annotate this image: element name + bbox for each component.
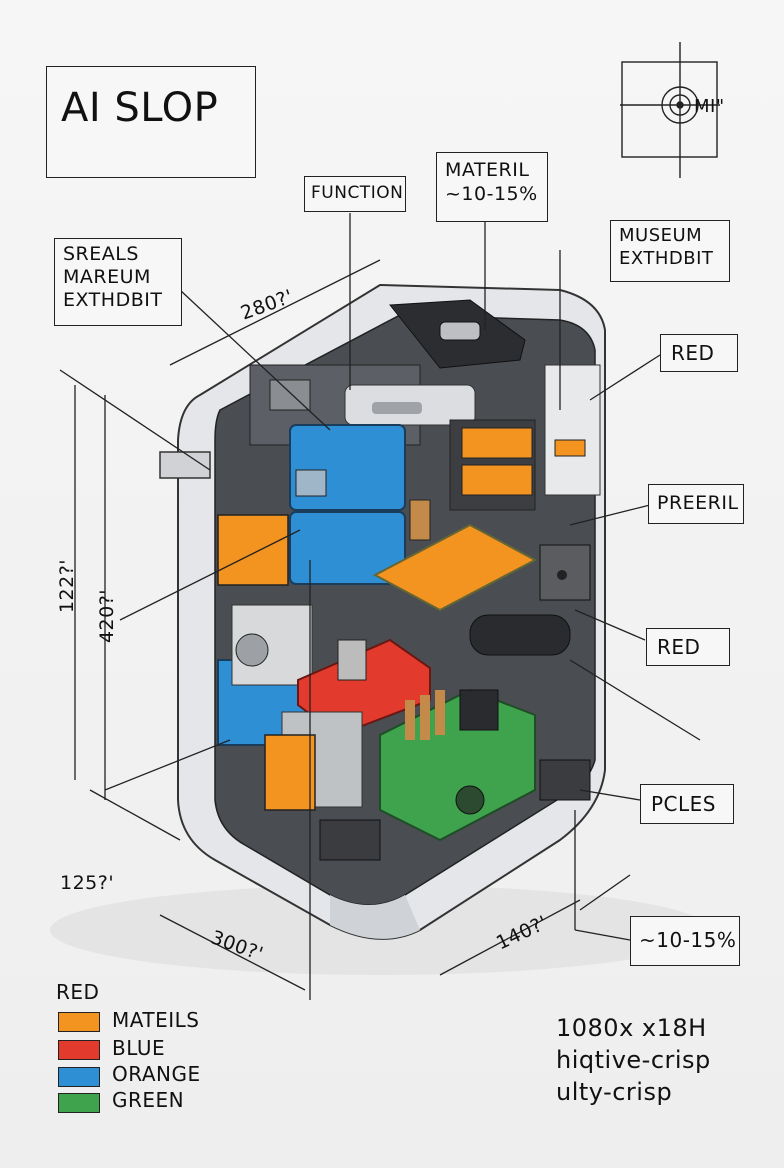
target-symbol-icon [620, 42, 720, 178]
legend-swatch-3 [58, 1067, 100, 1087]
title-box: AI SLOP [46, 66, 256, 178]
legend-swatch-2 [58, 1040, 100, 1060]
legend-swatch-4 [58, 1093, 100, 1113]
legend-label-3: ORANGE [112, 1062, 201, 1086]
spec-line-3: ulty-crisp [556, 1078, 673, 1106]
legend-label-1: MATEILS [112, 1008, 200, 1032]
callout-red-mid: RED [646, 628, 730, 666]
callout-sreals: SREALS MAREUM EXTHDBIT [54, 238, 182, 326]
spec-line-1: 1080x x18H [556, 1014, 707, 1042]
dimension-bottom-left: 125?' [60, 872, 115, 894]
target-label: MI" [694, 96, 725, 117]
page-title: AI SLOP [61, 85, 219, 131]
callout-red-top: RED [660, 334, 738, 372]
legend-label-4: GREEN [112, 1088, 185, 1112]
spec-line-2: hiqtive-crisp [556, 1046, 711, 1074]
callout-materil: MATERIL ~10-15% [436, 152, 548, 222]
legend-swatch-1 [58, 1012, 100, 1032]
leader-lines [59, 213, 701, 1000]
callout-function: FUNCTION [304, 176, 406, 212]
dimension-left-outer: 122?' [56, 558, 79, 614]
internal-components [217, 364, 601, 861]
callout-preeril: PREERIL [648, 484, 744, 524]
legend-label-2: BLUE [112, 1036, 166, 1060]
callout-museum: MUSEUM EXTHDBIT [610, 220, 730, 282]
callout-pcles: PCLES [640, 784, 734, 824]
dimension-left-inner: 420?' [96, 588, 119, 644]
legend-heading: RED [56, 980, 100, 1004]
callout-pct-bottom: ~10-15% [630, 916, 740, 966]
